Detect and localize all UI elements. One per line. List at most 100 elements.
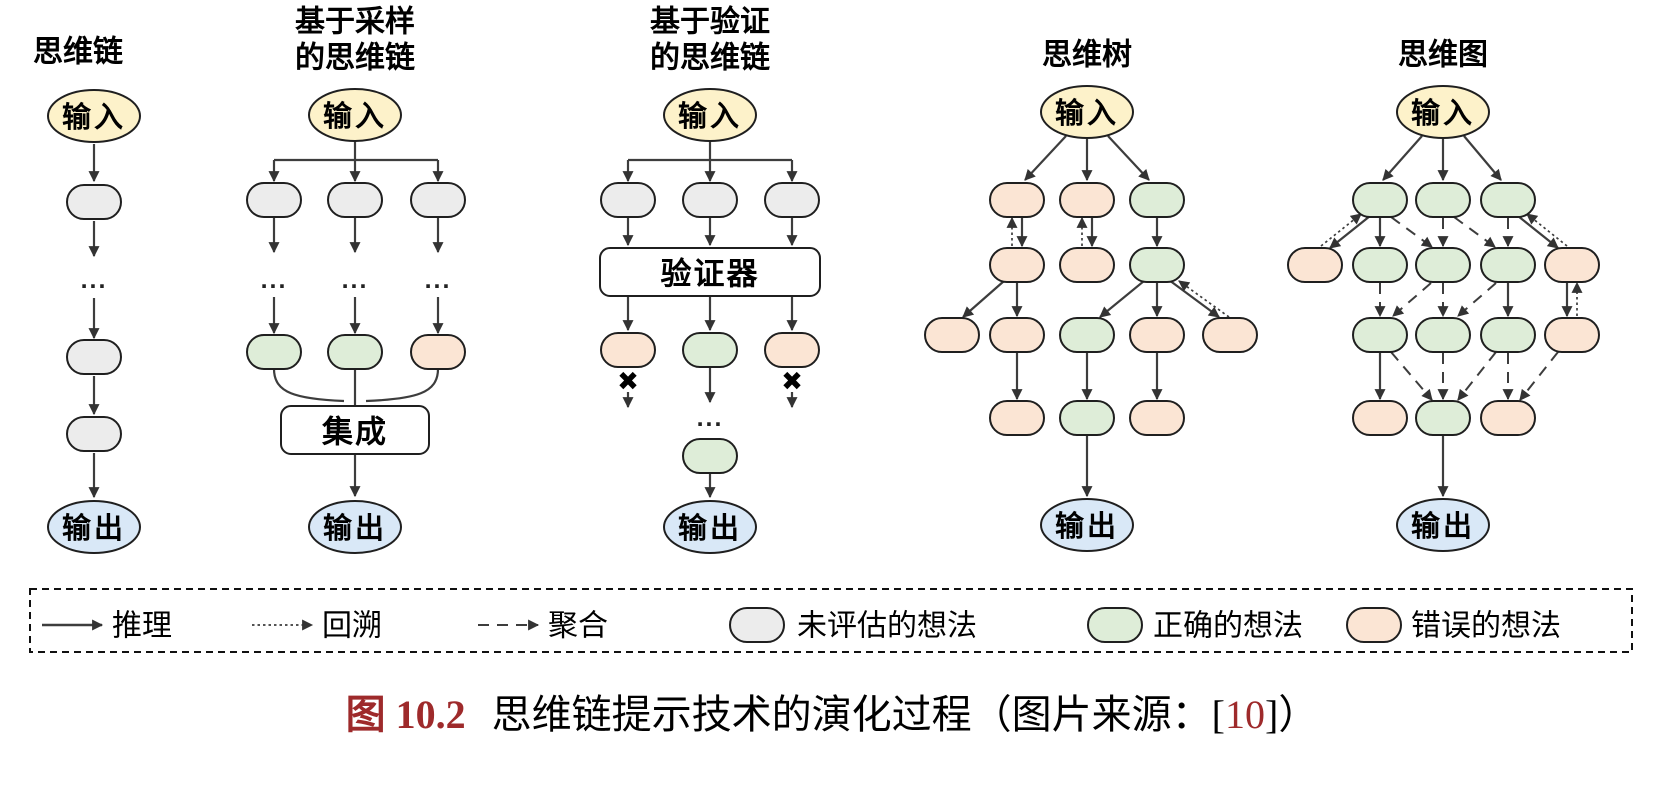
output-node: 输出 (1396, 498, 1490, 552)
thought-node-green (1352, 247, 1408, 283)
edge-dashed (1392, 282, 1432, 317)
output-node: 输出 (47, 500, 141, 554)
node-label: 输入 (323, 99, 387, 133)
thought-node-gray (410, 182, 466, 218)
thought-node-gray (600, 182, 656, 218)
thought-node-pink (1544, 247, 1600, 283)
thought-node-gray (682, 182, 738, 218)
node-label: 验证器 (661, 257, 760, 292)
edge-dotted (1526, 213, 1568, 247)
legend-label: 正确的想法 (1153, 610, 1303, 643)
legend-pill-green (1087, 607, 1143, 643)
diagram-title-tree-of-thoughts: 思维树 (1042, 39, 1132, 72)
legend-pill-pink (1346, 607, 1402, 643)
caption-reference: 10 (1225, 692, 1265, 737)
legend-label: 聚合 (548, 610, 608, 643)
edge-dashed (1519, 351, 1559, 401)
edge-dashed (1457, 282, 1497, 317)
edge-solid (1168, 279, 1220, 318)
thought-node-green (1480, 247, 1536, 283)
edge-solid (1107, 135, 1150, 181)
figure-number: 图 10.2 (345, 692, 466, 737)
thought-node-green (327, 334, 383, 370)
input-node: 输入 (47, 89, 141, 143)
ref-bracket-open: [ (1211, 692, 1225, 737)
input-node: 输入 (1040, 85, 1134, 139)
thought-node-green (1059, 317, 1115, 353)
thought-node-green (1415, 247, 1471, 283)
legend-label: 错误的想法 (1411, 610, 1561, 643)
output-node: 输出 (1040, 498, 1134, 552)
ref-bracket-close: ] (1265, 692, 1279, 737)
thought-node-green (1129, 182, 1185, 218)
thought-node-pink (1059, 247, 1115, 283)
edge-solid (1463, 135, 1502, 181)
thought-node-green (1480, 182, 1536, 218)
edge-dotted (1178, 280, 1230, 318)
node-label: 输入 (1411, 96, 1475, 130)
node-label: 输出 (323, 511, 387, 545)
thought-node-gray (764, 182, 820, 218)
thought-node-pink (1480, 400, 1536, 436)
thought-node-green (1415, 400, 1471, 436)
thought-node-green (1059, 400, 1115, 436)
input-node: 输入 (1396, 85, 1490, 139)
input-node: 输入 (663, 88, 757, 142)
edge-solid (962, 280, 1005, 318)
thought-node-green (1480, 317, 1536, 353)
thought-node-gray (246, 182, 302, 218)
node-label: 输出 (1055, 509, 1119, 543)
legend-label: 未评估的想法 (797, 610, 977, 643)
thought-node-pink (1202, 317, 1258, 353)
thought-node-gray (66, 416, 122, 452)
legend: 推理 回溯 聚合 未评估的想法 正确的想法 错误的想法 (29, 588, 1633, 653)
thought-node-pink (1287, 247, 1343, 283)
edge-dashed (1390, 216, 1433, 248)
thought-node-green (682, 438, 738, 474)
edges-layer (88, 135, 1583, 499)
thought-node-pink (989, 317, 1045, 353)
text-layer: 思维链...基于采样的思维链.........基于验证的思维链...✖✖思维树思… (33, 5, 1488, 433)
legend-label: 推理 (112, 610, 172, 643)
ellipsis-dots: ... (342, 266, 369, 294)
ellipsis-dots: ... (697, 404, 724, 432)
diagram-title-graph-of-thoughts: 思维图 (1398, 39, 1488, 72)
thought-node-pink (1352, 400, 1408, 436)
caption-text: 思维链提示技术的演化过程（图片来源： (491, 692, 1212, 737)
rejected-cross-icon: ✖ (617, 366, 639, 396)
thought-node-pink (1059, 182, 1115, 218)
rejected-cross-icon: ✖ (781, 366, 803, 396)
legend-box (29, 588, 1633, 653)
edge-dashed (1457, 351, 1497, 401)
thought-node-pink (1129, 317, 1185, 353)
legend-label: 回溯 (322, 610, 382, 643)
ellipsis-dots: ... (261, 266, 288, 294)
node-label: 输入 (678, 99, 742, 133)
thought-node-gray (66, 184, 122, 220)
node-label: 输出 (62, 511, 126, 545)
output-node: 输出 (663, 500, 757, 554)
edge-solid (272, 368, 345, 403)
edge-dashed (1453, 216, 1496, 248)
figure-caption: 图 10.2 思维链提示技术的演化过程（图片来源：[10]） (0, 682, 1664, 740)
output-node: 输出 (308, 500, 402, 554)
ellipsis-dots: ... (425, 266, 452, 294)
thought-node-pink (600, 332, 656, 368)
edge-solid (1099, 280, 1145, 318)
node-label: 输出 (678, 511, 742, 545)
thought-node-gray (327, 182, 383, 218)
caption-close-paren: ） (1278, 692, 1319, 737)
edge-dashed (1390, 351, 1433, 401)
edge-solid (365, 368, 440, 403)
thought-node-green (1352, 182, 1408, 218)
diagram-title-sampling-cot: 的思维链 (295, 41, 415, 75)
thought-node-pink (410, 334, 466, 370)
thought-node-pink (989, 247, 1045, 283)
thought-node-green (246, 334, 302, 370)
thought-node-pink (1544, 317, 1600, 353)
edge-dotted (1320, 213, 1362, 247)
node-label: 集成 (321, 415, 388, 450)
